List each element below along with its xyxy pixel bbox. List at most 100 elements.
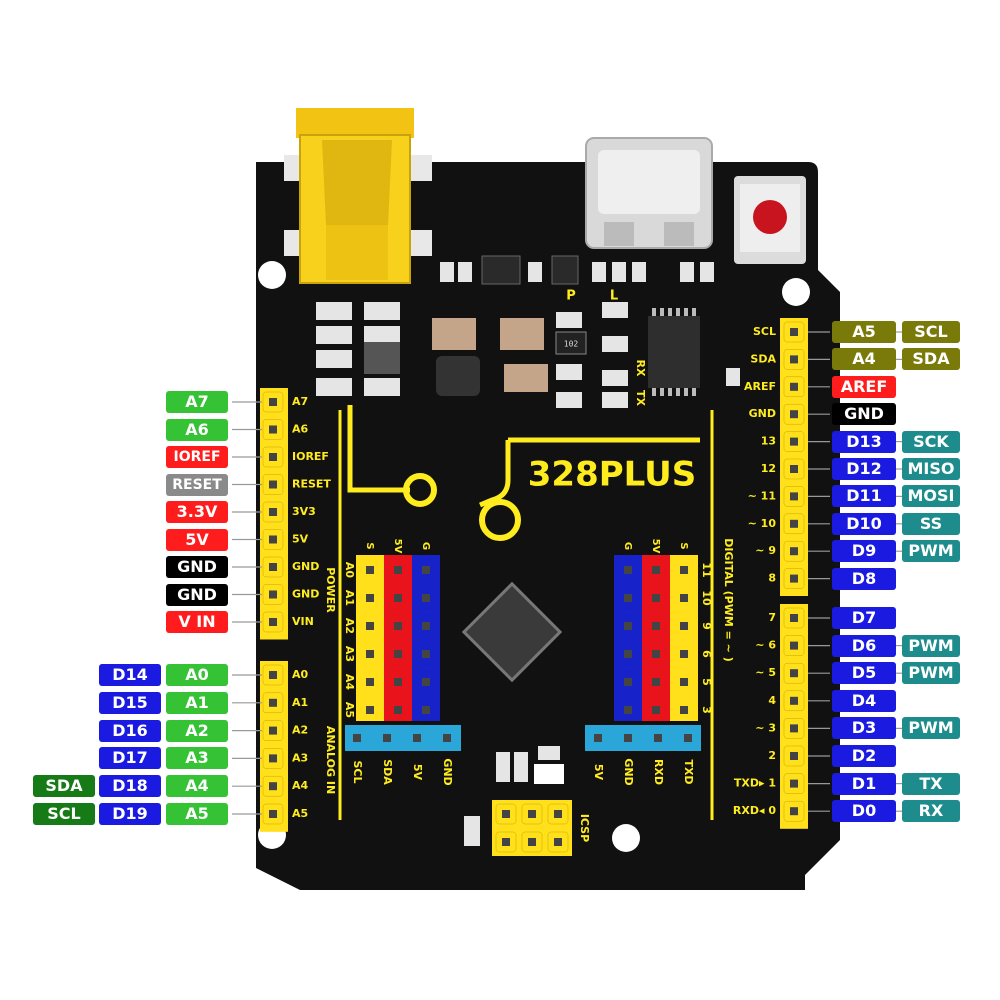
io-col-label: S [364, 542, 375, 549]
pin-hole [680, 706, 688, 714]
pin-hole [366, 678, 374, 686]
pin-hole [554, 838, 562, 846]
pin-hole [790, 696, 798, 705]
tag-vin: V IN [166, 611, 228, 633]
tag-ss: SS [902, 512, 960, 535]
tag-gnd: GND [166, 556, 228, 578]
analog-group-label: ANALOG IN [324, 726, 337, 794]
pin-hole [269, 698, 277, 707]
dc-power-jack [284, 108, 432, 284]
pin-hole [624, 734, 632, 742]
tag-digital-d16: D16 [99, 719, 161, 742]
pin-hole [554, 810, 562, 818]
silk-pin-label: ~ 9 [755, 544, 776, 557]
pin-hole [790, 574, 798, 583]
pin-hole [790, 807, 798, 816]
pin-hole [652, 622, 660, 630]
silk-led-rx: RX [634, 360, 647, 377]
tag-33v: 3.3V [166, 501, 228, 523]
io-block-signal [670, 555, 698, 721]
io-row-label: A3 [343, 646, 356, 662]
tag-miso: MISO [902, 458, 960, 480]
reset-button [734, 176, 806, 264]
tag-scl: SCL [902, 321, 960, 343]
tag-pwm: PWM [902, 634, 960, 657]
tag-digital-d17: D17 [99, 747, 161, 770]
pin-hole [502, 810, 510, 818]
tag-analog-a2: A2 [166, 719, 228, 742]
tag-reset: RESET [166, 473, 228, 496]
tag-digital-d15: D15 [99, 691, 161, 714]
pin-hole [394, 594, 402, 602]
i2c-label: SCL [351, 760, 364, 783]
tag-d1: D1 [832, 772, 896, 795]
uart-label: RXD [652, 759, 665, 785]
pin-hole [366, 622, 374, 630]
pin-hole [269, 671, 277, 679]
io-col-label: S [678, 542, 689, 549]
pin-hole [269, 726, 277, 735]
tag-sck: SCK [902, 430, 960, 453]
pin-hole [269, 810, 277, 818]
pin-hole [366, 566, 374, 574]
pin-hole [422, 566, 430, 574]
tag-d9: D9 [832, 540, 896, 563]
pin-hole [269, 480, 277, 489]
io-block-gnd [412, 555, 440, 721]
pin-hole [383, 734, 391, 742]
pin-hole [394, 650, 402, 658]
tag-pwm: PWM [902, 662, 960, 685]
pin-hole [269, 425, 277, 434]
tag-5v: 5V [166, 528, 228, 551]
uart-label: 5V [592, 764, 605, 781]
pin-hole [366, 706, 374, 714]
mounting-hole [782, 278, 810, 306]
pin-hole [422, 622, 430, 630]
i2c-label: 5V [411, 764, 424, 781]
silk-pin-label: ~ 6 [755, 639, 776, 652]
pin-hole [652, 678, 660, 686]
pin-hole [269, 453, 277, 461]
tag-d2: D2 [832, 745, 896, 767]
io-block-gnd [614, 555, 642, 721]
io-row-label: 3 [700, 706, 713, 714]
silk-pin-label: 8 [768, 572, 776, 585]
io-block-5v [384, 555, 412, 721]
silk-pin-label: VIN [292, 615, 314, 628]
io-row-label: A0 [343, 562, 356, 579]
pin-hole [366, 650, 374, 658]
io-col-label: G [420, 542, 431, 550]
icsp-label: ICSP [578, 814, 591, 842]
pin-hole [353, 734, 361, 742]
usb-c-connector [585, 137, 713, 249]
pin-hole [394, 566, 402, 574]
tag-rx: RX [902, 800, 960, 823]
io-row-label: A1 [343, 590, 356, 606]
chip-marking: 102 [564, 340, 579, 349]
silk-pin-label: 2 [768, 749, 776, 762]
tag-d0: D0 [832, 800, 896, 823]
pin-hole [790, 519, 798, 528]
smd-components [316, 255, 740, 408]
tag-pwm: PWM [902, 540, 960, 563]
io-row-label: A5 [343, 702, 356, 718]
pin-hole [790, 465, 798, 473]
digital-group-label: DIGITAL (PWM = ~ ) [722, 538, 735, 661]
pin-hole [422, 678, 430, 686]
silk-pin-label: A7 [292, 395, 308, 408]
smd-bottom [464, 746, 564, 846]
tag-ioref: IOREF [166, 446, 228, 468]
silk-pin-label: 3V3 [292, 505, 316, 518]
tag-d6: D6 [832, 634, 896, 657]
pin-hole [680, 678, 688, 686]
io-row-label: A2 [343, 618, 356, 634]
tag-a5: A5 [832, 321, 896, 343]
uart-label: TXD [682, 759, 695, 784]
pin-hole [624, 706, 632, 714]
io-row-label: 11 [700, 562, 713, 577]
silk-pin-label: GND [292, 560, 319, 573]
pin-hole [269, 563, 277, 571]
tag-scl: SCL [33, 803, 95, 825]
tag-d10: D10 [832, 512, 896, 535]
